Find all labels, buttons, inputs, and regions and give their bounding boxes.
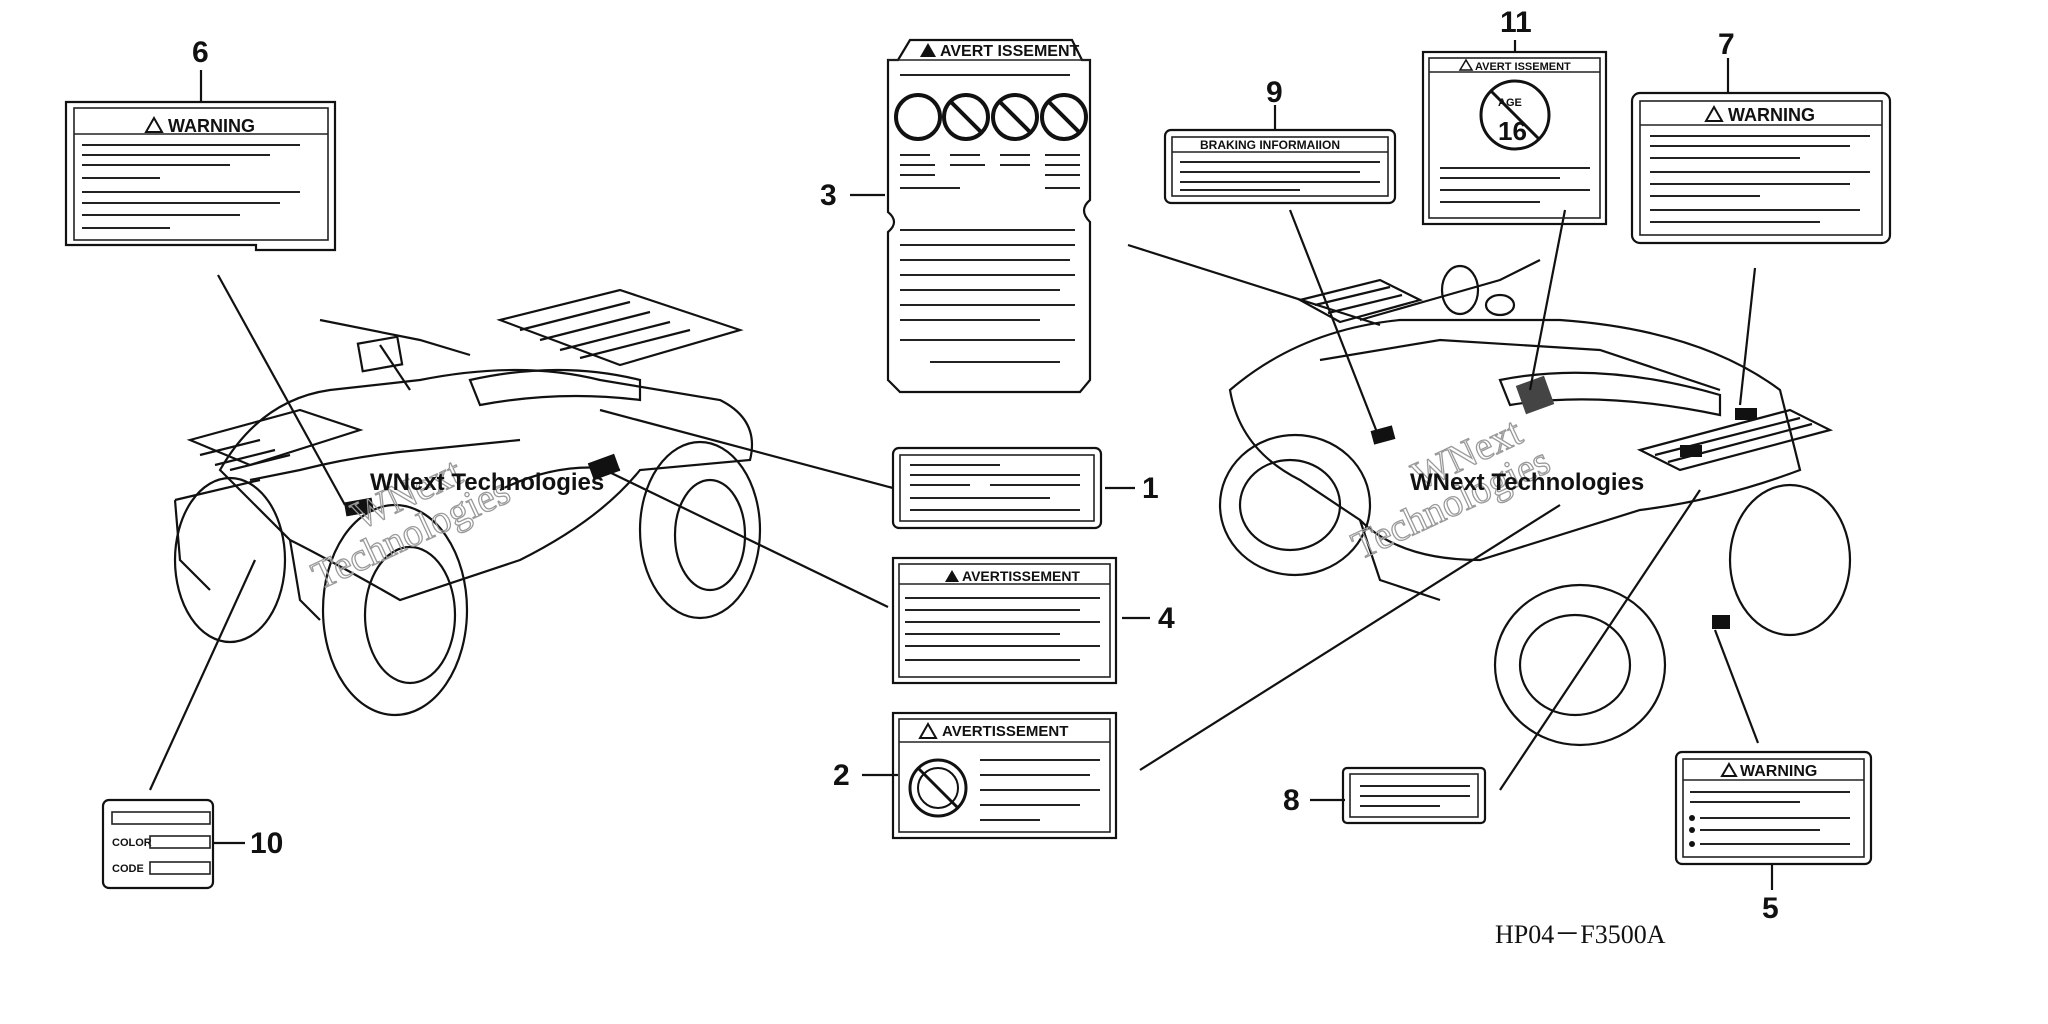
label-7-title: WARNING	[1728, 105, 1815, 125]
atv-front-view	[173, 288, 762, 717]
label-10-color-code: COLOR CODE	[101, 798, 215, 890]
label-11-age-value: 16	[1498, 116, 1527, 146]
label-11-age-top: AGE	[1498, 97, 1522, 109]
callout-5: 5	[1762, 892, 1779, 925]
label-10-color: COLOR	[112, 837, 152, 849]
watermark-text-a: WNext Technologies	[370, 469, 604, 496]
callout-3: 3	[820, 179, 837, 212]
label-9-braking-info: BRAKING INFORMAIION	[1163, 128, 1397, 205]
label-4-title: AVERTISSEMENT	[962, 568, 1080, 584]
leader-lines	[148, 40, 1774, 890]
callout-8: 8	[1283, 784, 1300, 817]
label-2-avertissement: AVERTISSEMENT	[891, 711, 1118, 840]
label-9-title: BRAKING INFORMAIION	[1200, 138, 1340, 152]
callout-10: 10	[250, 827, 283, 860]
label-5-title: WARNING	[1740, 763, 1817, 780]
label-1	[891, 446, 1103, 530]
label-8	[1341, 766, 1487, 825]
label-3-title: AVERT ISSEMENT	[940, 43, 1080, 60]
label-6-warning: WARNING	[64, 100, 337, 252]
callout-9: 9	[1266, 76, 1283, 109]
label-6-title: WARNING	[168, 116, 255, 136]
callout-2: 2	[833, 759, 850, 792]
watermark-text-b: WNext Technologies	[1410, 469, 1644, 496]
callout-numbers: 6 9 11 7 3 1 4 2 8 10 5	[192, 6, 1779, 925]
atv-rear-view	[1218, 259, 1852, 747]
label-11-title: AVERT ISSEMENT	[1475, 61, 1571, 73]
label-4-avertissement: AVERTISSEMENT	[891, 556, 1118, 685]
callout-11: 11	[1500, 6, 1532, 39]
label-7-warning: WARNING	[1630, 91, 1892, 245]
callout-1: 1	[1142, 472, 1159, 505]
label-3-avertissement: AVERT ISSEMENT	[886, 38, 1092, 394]
label-2-title: AVERTISSEMENT	[942, 723, 1068, 740]
callout-6: 6	[192, 36, 209, 69]
label-11-age: AVERT ISSEMENT AGE 16	[1421, 50, 1608, 226]
callout-7: 7	[1718, 28, 1735, 61]
label-10-code: CODE	[112, 863, 144, 875]
label-5-warning: WARNING	[1674, 750, 1873, 866]
figure-code: HP04－F3500A	[1495, 920, 1666, 949]
callout-4: 4	[1158, 602, 1175, 635]
